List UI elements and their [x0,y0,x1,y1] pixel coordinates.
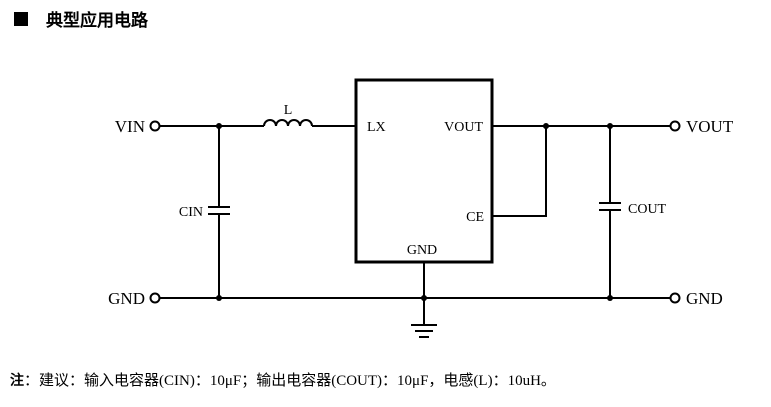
junction-dot [216,295,222,301]
recommendation-note: 注：建议：输入电容器(CIN)：10μF；输出电容器(COUT)：10μF，电感… [10,369,556,390]
junction-dot [216,123,222,129]
ic-chip [354,78,494,264]
junction-dot [607,295,613,301]
cout-label: COUT [628,202,667,217]
junction-dot [421,295,427,301]
note-text: ：建议：输入电容器(CIN)：10μF；输出电容器(COUT)：10μF，电感(… [24,373,556,389]
ic-pin-ce: CE [466,210,484,225]
section-title: 典型应用电路 [14,6,148,31]
junction-dot [607,123,613,129]
inductor-label: L [284,103,293,118]
gnd-left-label: GND [108,289,145,308]
vin-terminal [149,120,161,132]
ic-pin-vout: VOUT [444,120,483,135]
cin-label: CIN [179,205,203,220]
gnd-left-terminal [149,292,161,304]
square-bullet-icon [14,11,28,26]
vout-terminal [669,120,681,132]
gnd-right-terminal [669,292,681,304]
vin-label: VIN [115,117,145,136]
gnd-right-label: GND [686,289,723,308]
section-title-text: 典型应用电路 [46,11,148,31]
junction-dot [543,123,549,129]
ic-pin-lx: LX [367,120,386,135]
vout-right-label: VOUT [686,117,734,136]
ce-wire [492,126,547,217]
note-prefix: 注 [10,373,24,389]
ic-pin-gnd: GND [407,243,437,258]
inductor-symbol [263,119,313,127]
